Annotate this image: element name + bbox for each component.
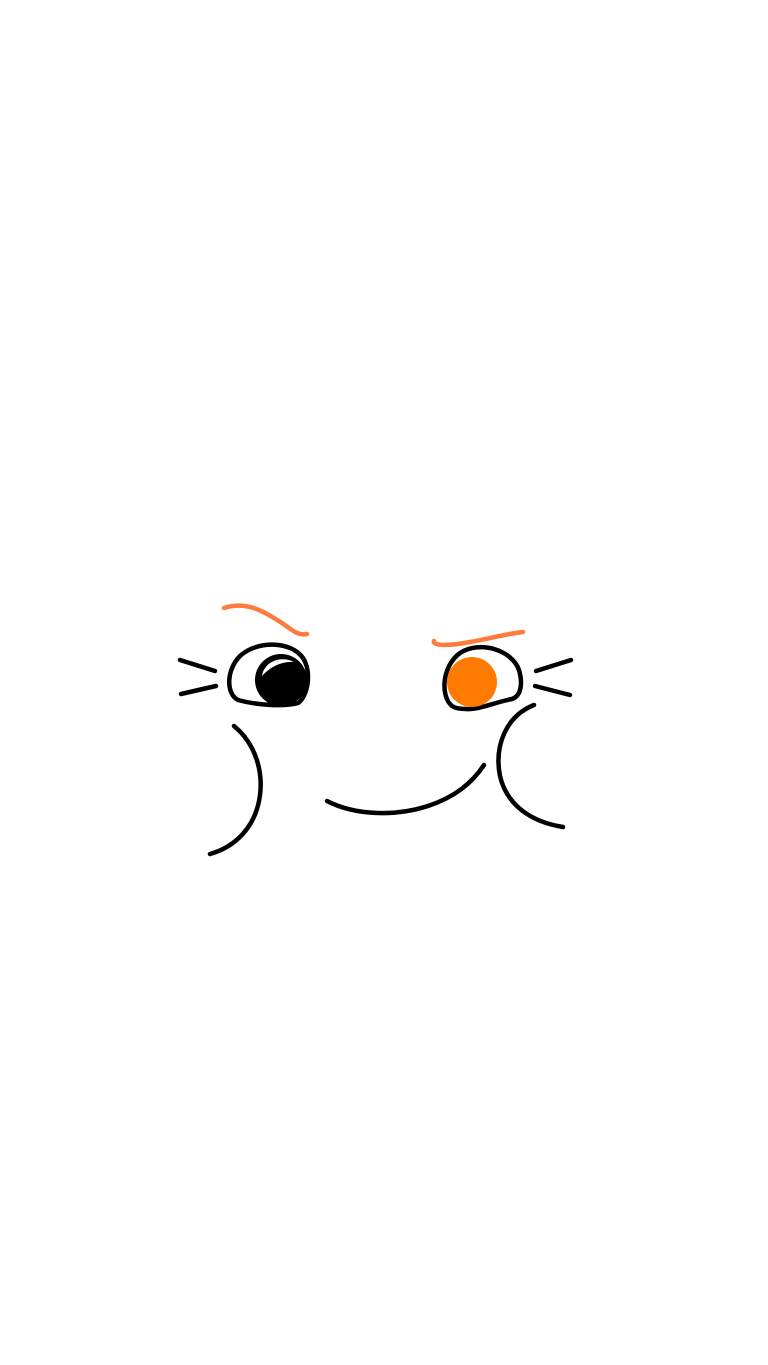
right-whisker-top <box>533 657 574 674</box>
left-whisker-top <box>177 657 218 674</box>
left-eyebrow <box>221 603 310 637</box>
right-eye-outline <box>442 644 524 712</box>
right-pupil <box>447 657 497 707</box>
left-whisker-bottom <box>178 683 219 697</box>
right-cheek-curve <box>496 702 566 830</box>
mouth-smile <box>324 762 487 816</box>
right-eyebrow <box>431 629 526 648</box>
right-whisker-bottom <box>532 683 573 698</box>
left-cheek-curve <box>207 723 263 857</box>
left-pupil-highlight <box>262 659 294 676</box>
